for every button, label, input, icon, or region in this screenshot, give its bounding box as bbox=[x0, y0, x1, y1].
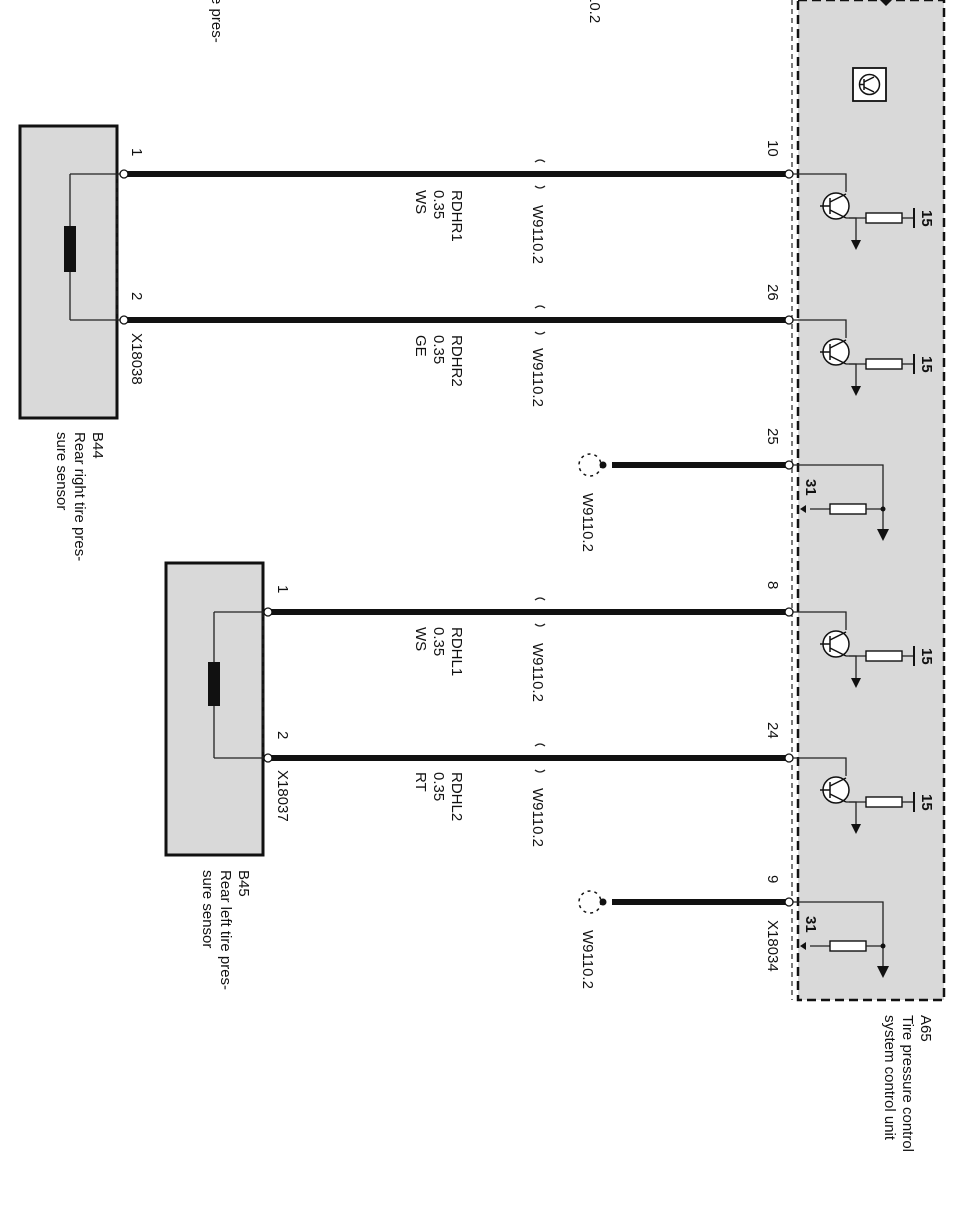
top-fragment-left: e pres- bbox=[208, 0, 225, 43]
connector-label-x18034: X18034 bbox=[764, 920, 781, 972]
splice-markers bbox=[534, 159, 546, 773]
wire-desc-rdhl1: RDHL1 0.35 WS bbox=[412, 627, 465, 676]
ground-label-31: 31 bbox=[802, 916, 819, 933]
ground-stage: 31 bbox=[791, 901, 889, 978]
supply-label-15: 15 bbox=[918, 210, 935, 227]
ground-label-31: 31 bbox=[802, 479, 819, 496]
transistor-driver-stage: 15 bbox=[791, 611, 935, 688]
pin-label-24: 24 bbox=[764, 722, 781, 739]
wire-color: WS bbox=[412, 190, 429, 214]
sensor-b44 bbox=[18, 124, 124, 420]
pin-label-9: 9 bbox=[764, 875, 781, 883]
wire-name: RDHL1 bbox=[448, 627, 465, 676]
sensor-b44-caption: B44 Rear right tire pres- sure sensor bbox=[53, 432, 106, 561]
sensor-b45-name-2: sure sensor bbox=[199, 870, 216, 948]
wire-color: RT bbox=[412, 772, 429, 792]
splice-label-pin24: W9110.2 bbox=[529, 788, 546, 847]
top-fragment-right: 10.2 bbox=[586, 0, 603, 23]
sensor-b44-name-1: Rear right tire pres- bbox=[71, 432, 88, 561]
sensor-b45-name-1: Rear left tire pres- bbox=[217, 870, 234, 990]
b44-pin2-label: 2 bbox=[128, 292, 145, 300]
sensor-b45-caption: B45 Rear left tire pres- sure sensor bbox=[199, 870, 252, 990]
wire-gauge: 0.35 bbox=[430, 190, 447, 219]
wire-desc-rdhl2: RDHL2 0.35 RT bbox=[412, 772, 465, 821]
splice-label-pin8: W9110.2 bbox=[529, 643, 546, 702]
b45-pin1-label: 1 bbox=[274, 585, 291, 593]
sensor-b45-id: B45 bbox=[235, 870, 252, 897]
control-unit-id: A65 bbox=[917, 1015, 934, 1042]
b45-pin2-label: 2 bbox=[274, 731, 291, 739]
control-unit-a65 bbox=[791, 0, 946, 1002]
ground-stage: 31 bbox=[791, 464, 889, 541]
pin-label-25: 25 bbox=[764, 428, 781, 445]
pin-label-10: 10 bbox=[764, 140, 781, 157]
wire-name: RDHL2 bbox=[448, 772, 465, 821]
transistor-symbol-icon bbox=[852, 67, 887, 102]
sensor-b45 bbox=[164, 561, 270, 857]
wire-gauge: 0.35 bbox=[430, 772, 447, 801]
connector-label-x18038: X18038 bbox=[128, 333, 145, 385]
supply-label-15: 15 bbox=[918, 356, 935, 373]
wire-desc-rdhr2: RDHR2 0.35 GE bbox=[412, 335, 465, 387]
supply-label-15: 15 bbox=[918, 648, 935, 665]
b44-pin1-label: 1 bbox=[128, 148, 145, 156]
wire-gauge: 0.35 bbox=[430, 627, 447, 656]
splice-label-pin9: W9110.2 bbox=[579, 930, 596, 989]
transistor-driver-stage: 15 bbox=[791, 319, 935, 396]
sensor-b44-id: B44 bbox=[89, 432, 106, 459]
splice-label-pin26: W9110.2 bbox=[529, 348, 546, 407]
splice-label-pin10: W9110.2 bbox=[529, 205, 546, 264]
splice-label-pin25: W9110.2 bbox=[579, 493, 596, 552]
pin-label-8: 8 bbox=[764, 581, 781, 589]
wire-name: RDHR2 bbox=[448, 335, 465, 387]
supply-label-15: 15 bbox=[918, 794, 935, 811]
wire-color: GE bbox=[412, 335, 429, 357]
control-unit-name-2: system control unit bbox=[881, 1015, 898, 1141]
sensor-b44-name-2: sure sensor bbox=[53, 432, 70, 510]
wire-color: WS bbox=[412, 627, 429, 651]
control-unit-caption: A65 Tire pressure control system control… bbox=[881, 1015, 934, 1152]
transistor-driver-stage: 15 bbox=[791, 757, 935, 834]
splice-end-markers bbox=[578, 453, 607, 914]
connector-label-x18037: X18037 bbox=[274, 770, 291, 822]
connector-pins bbox=[119, 169, 794, 907]
pin-label-26: 26 bbox=[764, 284, 781, 301]
control-unit-name-1: Tire pressure control bbox=[899, 1015, 916, 1152]
transistor-driver-stage: 15 bbox=[791, 173, 935, 250]
wire-name: RDHR1 bbox=[448, 190, 465, 242]
wire-desc-rdhr1: RDHR1 0.35 WS bbox=[412, 190, 465, 242]
wire-gauge: 0.35 bbox=[430, 335, 447, 364]
